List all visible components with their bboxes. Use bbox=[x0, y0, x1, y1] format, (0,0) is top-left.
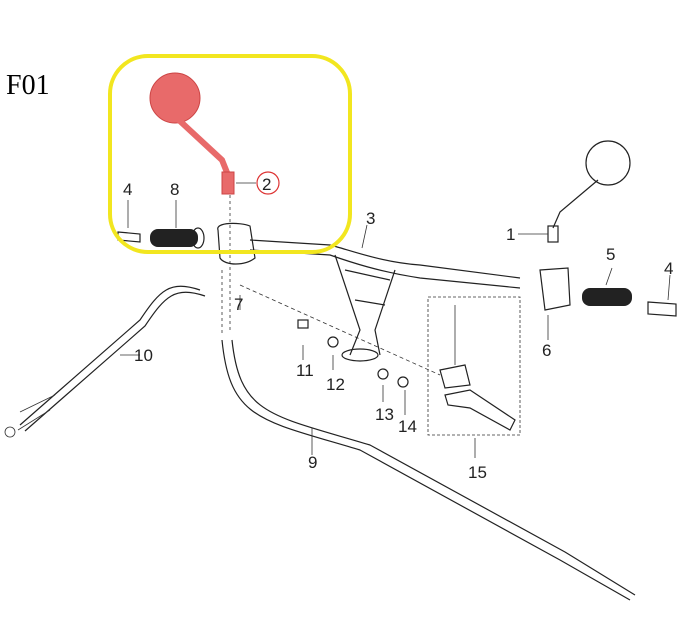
dashed-leader bbox=[239, 284, 441, 376]
callout-6: 6 bbox=[542, 341, 551, 360]
left-grip-8 bbox=[150, 227, 205, 249]
cable-9 bbox=[221, 339, 636, 601]
callout-14: 14 bbox=[398, 417, 417, 436]
callout-11: 11 bbox=[296, 361, 314, 380]
callout-2: 2 bbox=[262, 175, 271, 194]
callout-7: 7 bbox=[234, 295, 243, 314]
callout-4: 4 bbox=[664, 259, 673, 278]
right-switch-6 bbox=[539, 267, 571, 311]
mirror-2-highlighted bbox=[149, 72, 235, 195]
callout-15: 15 bbox=[468, 463, 487, 482]
handlebar-3 bbox=[249, 239, 521, 362]
mirror-1 bbox=[547, 140, 631, 243]
callout-3: 3 bbox=[366, 209, 375, 228]
brake-lever-15 bbox=[427, 296, 521, 436]
washer-13 bbox=[377, 368, 389, 380]
bar-end-4-right bbox=[647, 301, 677, 317]
cable-10 bbox=[4, 285, 206, 438]
callout-10: 10 bbox=[134, 346, 153, 365]
callout-4: 4 bbox=[123, 180, 132, 199]
right-grip-5 bbox=[582, 288, 632, 306]
bolt-11 bbox=[297, 319, 309, 329]
callout-5: 5 bbox=[606, 245, 615, 264]
callout-8: 8 bbox=[170, 180, 179, 199]
callout-12: 12 bbox=[326, 375, 345, 394]
washer-12 bbox=[327, 336, 339, 348]
nut-14 bbox=[397, 376, 409, 388]
left-switch-7 bbox=[217, 222, 256, 265]
selected-callout-ring bbox=[256, 171, 280, 195]
callout-9: 9 bbox=[308, 453, 317, 472]
figure-label: F01 bbox=[6, 70, 50, 101]
selection-highlight-box bbox=[108, 54, 352, 254]
callout-1: 1 bbox=[506, 225, 515, 244]
callout-13: 13 bbox=[375, 405, 394, 424]
